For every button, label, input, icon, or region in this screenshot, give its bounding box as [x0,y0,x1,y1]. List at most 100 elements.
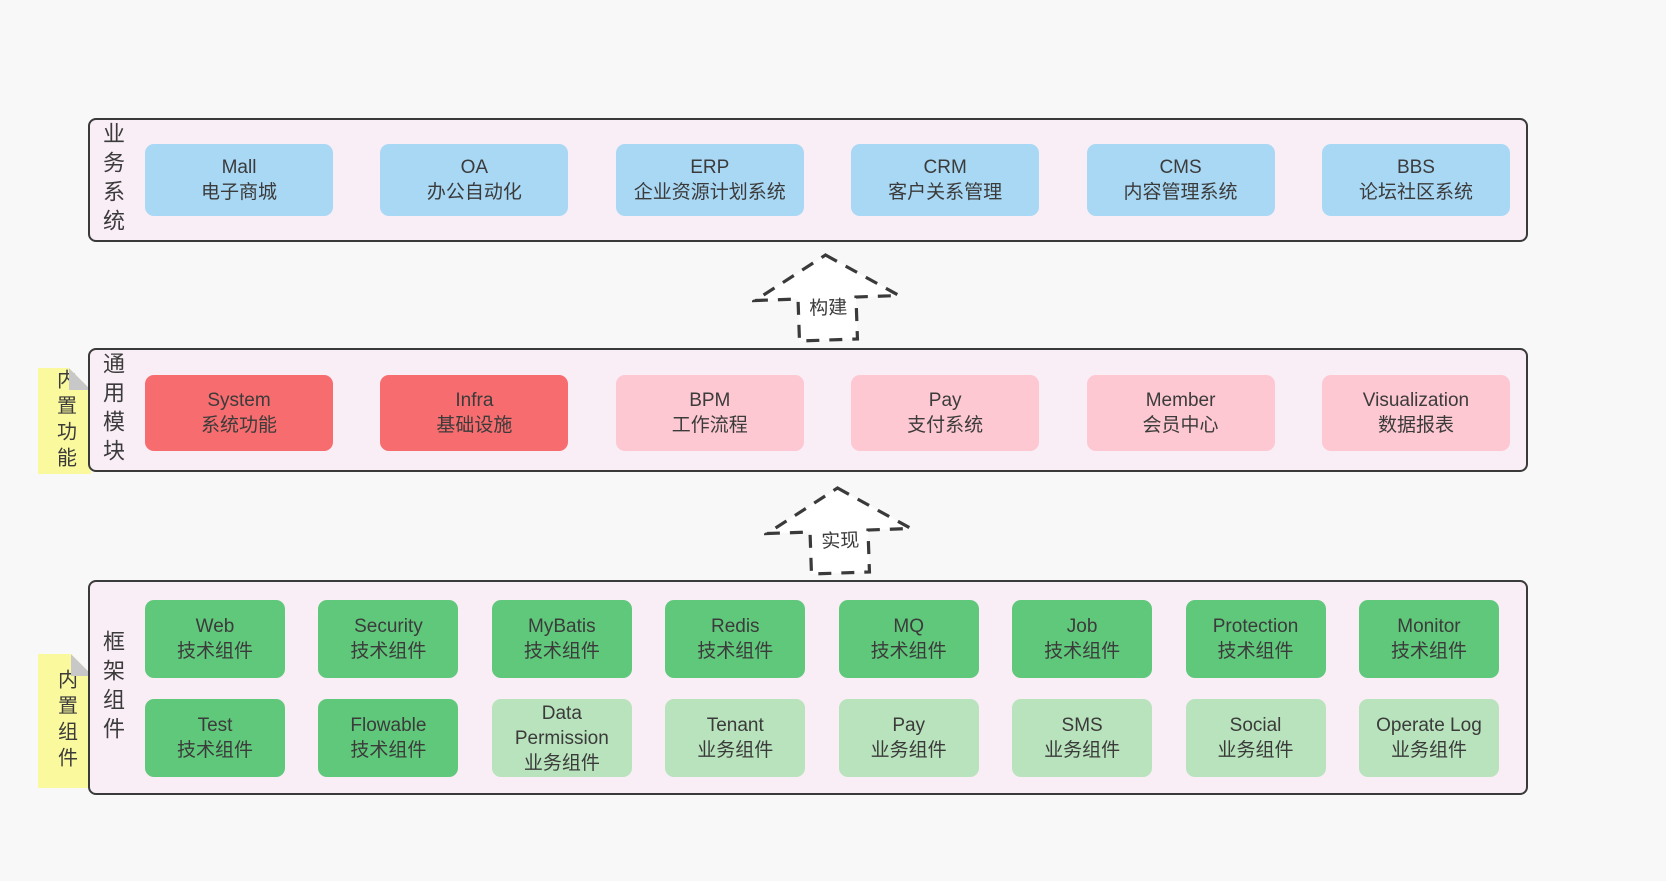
implement-arrow-icon: 实现 [764,486,914,576]
module-name-en: CMS [1159,157,1202,178]
module-box-test: Test 技术组件 [145,699,285,777]
layer-business-systems: 业务系统 Mall 电子商城 OA 办公自动化 ERP 企业资源计划系统 CRM 客户关系管理… [88,118,1528,242]
module-name-en: BBS [1396,157,1435,178]
module-name-zh: 技术组件 [1044,641,1121,662]
module-name-zh: 工作流程 [671,415,748,436]
build-arrow-icon: 构建 [752,253,902,343]
module-name-en: Web [195,616,235,637]
module-name-en: MyBatis [528,616,596,637]
module-name-en: Test [197,715,233,736]
sticky-note-builtin-components: 内置组件 [38,654,93,788]
module-name-en: Tenant [706,715,764,736]
module-name-zh: 技术组件 [350,641,427,662]
module-name-en: SMS [1061,715,1103,736]
module-name-en: Mall [221,157,257,178]
module-name-zh: 技术组件 [1390,641,1467,662]
module-name-en: Protection [1212,616,1299,637]
module-box-system: System 系统功能 [145,375,333,451]
module-box-visualization: Visualization 数据报表 [1321,375,1510,451]
module-name-zh: 业务组件 [697,740,774,761]
module-box-oa: OA 办公自动化 [380,144,569,216]
sticky-note-builtin-components-label: 内置组件 [54,669,77,773]
module-name-zh: 技术组件 [176,641,253,662]
module-box-mq: MQ 技术组件 [838,600,979,678]
module-name-zh: 系统功能 [200,415,277,436]
module-name-en: Job [1066,616,1098,637]
module-name-zh: 基础设施 [436,415,513,436]
layer-label-business: 业务系统 [100,122,125,238]
module-name-zh: 支付系统 [907,415,984,436]
module-name-en: Visualization [1362,390,1470,411]
module-name-en: Pay [892,715,926,736]
module-box-bpm: BPM 工作流程 [615,375,804,451]
implement-arrow-label: 实现 [821,529,860,552]
module-name-en: Infra [455,390,494,411]
module-name-zh: 论坛社区系统 [1358,182,1473,203]
module-name-zh: 企业资源计划系统 [633,182,786,203]
module-box-data-permission: Data Permission 业务组件 [491,699,632,777]
module-box-job: Job 技术组件 [1012,600,1153,678]
module-box-member: Member 会员中心 [1086,375,1275,451]
module-name-zh: 业务组件 [870,740,947,761]
module-box-erp: ERP 企业资源计划系统 [615,144,804,216]
module-name-zh: 业务组件 [523,752,600,774]
module-box-pay: Pay 支付系统 [851,375,1040,451]
module-name-zh: 技术组件 [697,641,774,662]
module-name-zh: 客户关系管理 [888,182,1003,203]
module-name-zh: 电子商城 [200,182,277,203]
module-name-en: Operate Log [1376,715,1482,736]
module-name-zh: 技术组件 [350,740,427,761]
module-box-crm: CRM 客户关系管理 [851,144,1040,216]
module-name-en: Data Permission [514,702,609,749]
module-name-zh: 业务组件 [1390,740,1467,761]
module-box-social: Social 业务组件 [1185,699,1326,777]
module-box-infra: Infra 基础设施 [380,375,569,451]
layer-label-components: 框架组件 [100,629,125,746]
module-box-operate-log: Operate Log 业务组件 [1358,699,1499,777]
module-name-en: Member [1145,390,1216,411]
module-name-zh: 业务组件 [1217,740,1294,761]
sticky-note-builtin-features-label: 内置功能 [53,369,76,473]
module-name-en: OA [460,157,489,178]
module-box-security: Security 技术组件 [318,600,459,678]
module-name-zh: 会员中心 [1142,415,1219,436]
module-name-zh: 技术组件 [523,641,600,662]
module-name-en: Pay [928,390,962,411]
module-name-en: CRM [923,157,967,178]
module-box-redis: Redis 技术组件 [665,600,806,678]
module-box-mybatis: MyBatis 技术组件 [491,600,632,678]
module-name-zh: 技术组件 [1217,641,1294,662]
sticky-note-builtin-features: 内置功能 [38,368,91,474]
module-name-en: System [207,390,271,411]
module-box-bbs: BBS 论坛社区系统 [1321,144,1510,216]
module-name-zh: 业务组件 [1044,740,1121,761]
module-name-zh: 技术组件 [870,641,947,662]
module-name-en: BPM [689,390,731,411]
module-name-en: Monitor [1397,616,1461,637]
module-name-en: Flowable [350,715,427,736]
module-box-monitor: Monitor 技术组件 [1358,600,1499,678]
module-name-zh: 数据报表 [1377,415,1454,436]
modules-box-row: System 系统功能 Infra 基础设施 BPM 工作流程 Pay 支付系统 Member 会… [145,375,1510,451]
module-name-en: ERP [690,157,730,178]
module-name-en: MQ [893,616,924,637]
module-box-flowable: Flowable 技术组件 [318,699,459,777]
module-name-en: Redis [710,616,760,637]
module-box-sms: SMS 业务组件 [1012,699,1153,777]
module-name-zh: 技术组件 [176,740,253,761]
module-box-web: Web 技术组件 [145,600,285,678]
module-name-en: Social [1229,715,1282,736]
module-name-zh: 办公自动化 [426,182,522,203]
module-name-en: Security [354,616,423,637]
module-box-mall: Mall 电子商城 [145,144,333,216]
module-box-protection: Protection 技术组件 [1185,600,1326,678]
build-arrow-label: 构建 [809,296,848,319]
module-box-tenant: Tenant 业务组件 [665,699,806,777]
